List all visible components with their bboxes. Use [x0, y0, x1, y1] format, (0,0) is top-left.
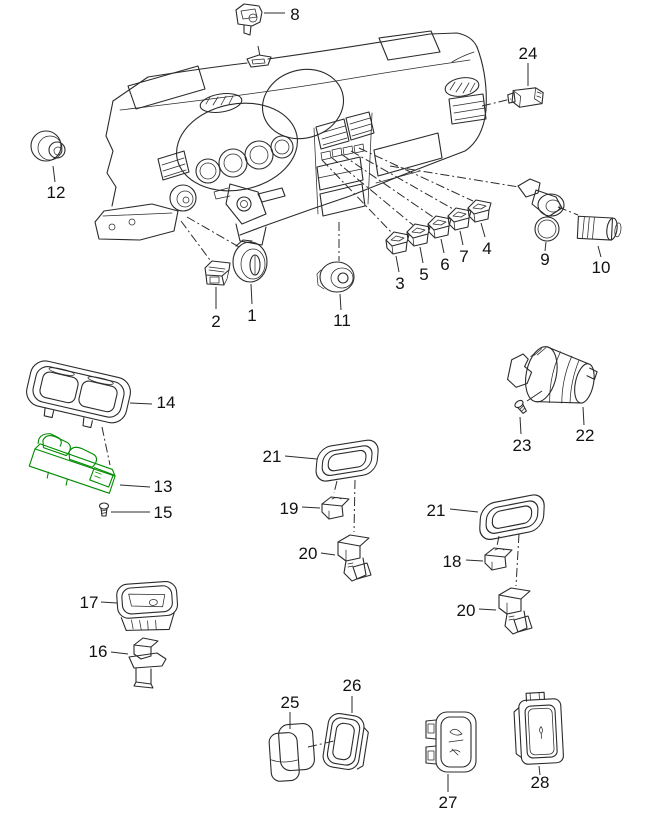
callout-18: 18 [443, 552, 462, 571]
part-11-illustration [316, 261, 355, 293]
right-air-vents [444, 77, 487, 125]
callout-6: 6 [440, 255, 449, 274]
part-15-illustration [98, 502, 110, 517]
dashboard-outline [105, 30, 487, 236]
left-air-vents [157, 150, 197, 212]
part-26-illustration [322, 713, 369, 770]
part-17-illustration [116, 581, 179, 631]
part-10-illustration [576, 215, 622, 241]
part-22-illustration [507, 346, 598, 404]
callout-28: 28 [531, 773, 550, 792]
part-19-illustration [321, 496, 350, 520]
callout-19: 19 [280, 499, 299, 518]
part-21-right-illustration [478, 491, 546, 543]
support-bracket [94, 203, 179, 241]
part-18-illustration [484, 547, 513, 571]
part-24-illustration [507, 87, 544, 108]
part-16-illustration [128, 637, 167, 689]
callout-26: 26 [343, 676, 362, 695]
switch-28-icon [539, 726, 543, 739]
callout-20-right: 20 [457, 601, 476, 620]
part-27-illustration [425, 711, 477, 773]
callout-15: 15 [154, 503, 173, 522]
callout-11: 11 [333, 311, 351, 330]
callout-13: 13 [154, 477, 173, 496]
dashboard-illustration [94, 30, 487, 246]
callout-5: 5 [419, 265, 428, 284]
part-20-center-illustration [337, 534, 372, 582]
callout-17: 17 [80, 593, 99, 612]
callout-25: 25 [281, 693, 300, 712]
sensor-mount-bracket [246, 54, 272, 68]
part-23-illustration [513, 398, 529, 416]
callout-27: 27 [439, 793, 458, 812]
callout-24: 24 [519, 44, 538, 63]
glovebox-panel [373, 132, 443, 184]
callout-9: 9 [540, 250, 549, 269]
part-20-right-illustration [498, 587, 533, 635]
part-13-illustration [28, 433, 116, 494]
part-3-illustration [385, 231, 410, 255]
callout-20-center: 20 [299, 544, 318, 563]
part-12-illustration [30, 130, 66, 162]
callout-labels: 8 24 12 2 1 11 3 5 6 7 4 9 10 14 13 15 2… [47, 5, 611, 812]
callout-21-right: 21 [427, 501, 446, 520]
callout-8: 8 [290, 5, 299, 24]
leader-lines [101, 45, 579, 748]
callout-22: 22 [576, 426, 595, 445]
callout-23: 23 [513, 436, 532, 455]
callout-1: 1 [247, 306, 256, 325]
callout-2: 2 [211, 312, 220, 331]
callout-12: 12 [47, 183, 66, 202]
callout-7: 7 [459, 247, 468, 266]
steering-column [213, 183, 286, 246]
callout-4: 4 [482, 239, 491, 258]
switch-27-top-icon [449, 728, 463, 736]
callout-14: 14 [157, 393, 176, 412]
part-6-illustration [427, 215, 452, 239]
center-stack [313, 111, 375, 217]
callout-lines [52, 12, 602, 792]
part-28-illustration [513, 691, 564, 765]
instrument-cluster [176, 102, 298, 192]
callout-16: 16 [89, 642, 108, 661]
callout-10: 10 [592, 258, 611, 277]
part-9-illustration [517, 178, 565, 242]
screw-23-link-line [526, 390, 543, 402]
part-5-illustration [406, 223, 431, 247]
part-21-center-illustration [314, 437, 380, 484]
part-14-illustration [26, 360, 131, 429]
part-8-illustration [235, 3, 263, 36]
part-4-illustration [467, 199, 492, 223]
callout-21-center: 21 [263, 447, 282, 466]
part-25-illustration [268, 723, 315, 782]
part-1-illustration [232, 239, 268, 283]
part-7-illustration [447, 207, 472, 231]
switch-27-bottom-icon [449, 748, 461, 756]
part-2-illustration [204, 260, 231, 286]
speaker-grille [199, 92, 243, 114]
callout-3: 3 [395, 274, 404, 293]
